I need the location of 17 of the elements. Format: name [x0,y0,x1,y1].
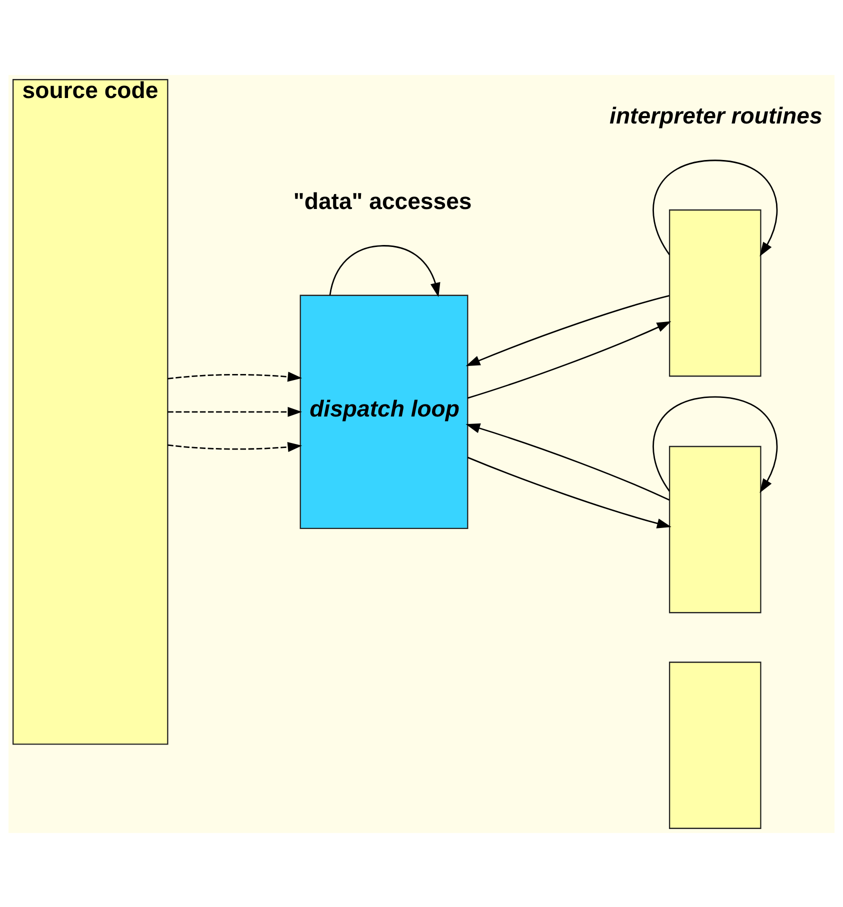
label: interpreter routines [610,102,822,128]
arrow [466,422,670,500]
node-box: source code [12,78,168,744]
node-bar [668,661,762,828]
node-box: dispatch loop [300,294,468,528]
node-bar [668,208,762,376]
arrow [652,396,778,492]
arrow [467,456,672,528]
arrow [329,244,440,297]
arrow [466,294,670,366]
label: "data" accesses [293,187,472,214]
arrow [168,371,302,382]
arrow [168,406,302,416]
arrow [652,159,778,256]
node-bar [668,445,762,613]
arrow [468,320,672,398]
arrow [168,442,302,452]
